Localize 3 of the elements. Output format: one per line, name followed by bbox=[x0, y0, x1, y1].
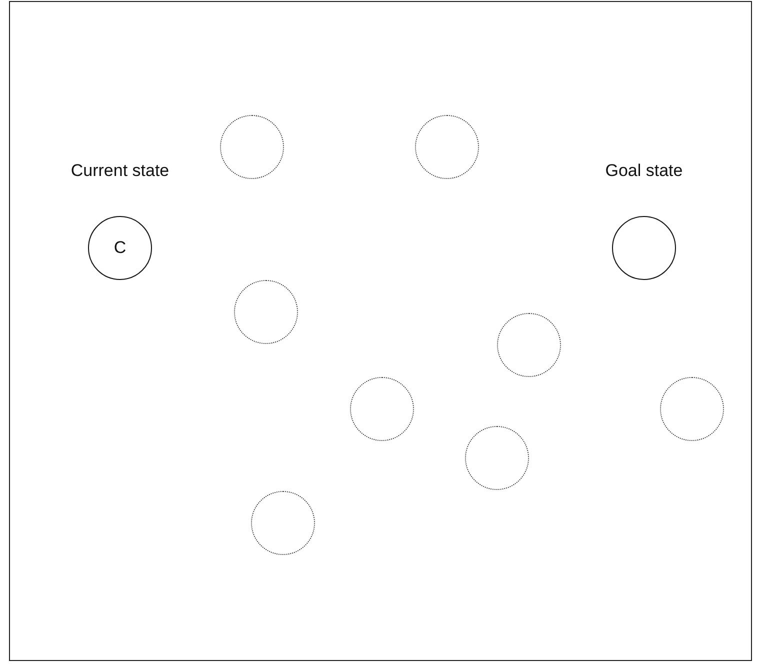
state-label: Goal state bbox=[605, 161, 683, 181]
state-label: Current state bbox=[70, 161, 170, 181]
state-letter: C bbox=[114, 238, 126, 258]
